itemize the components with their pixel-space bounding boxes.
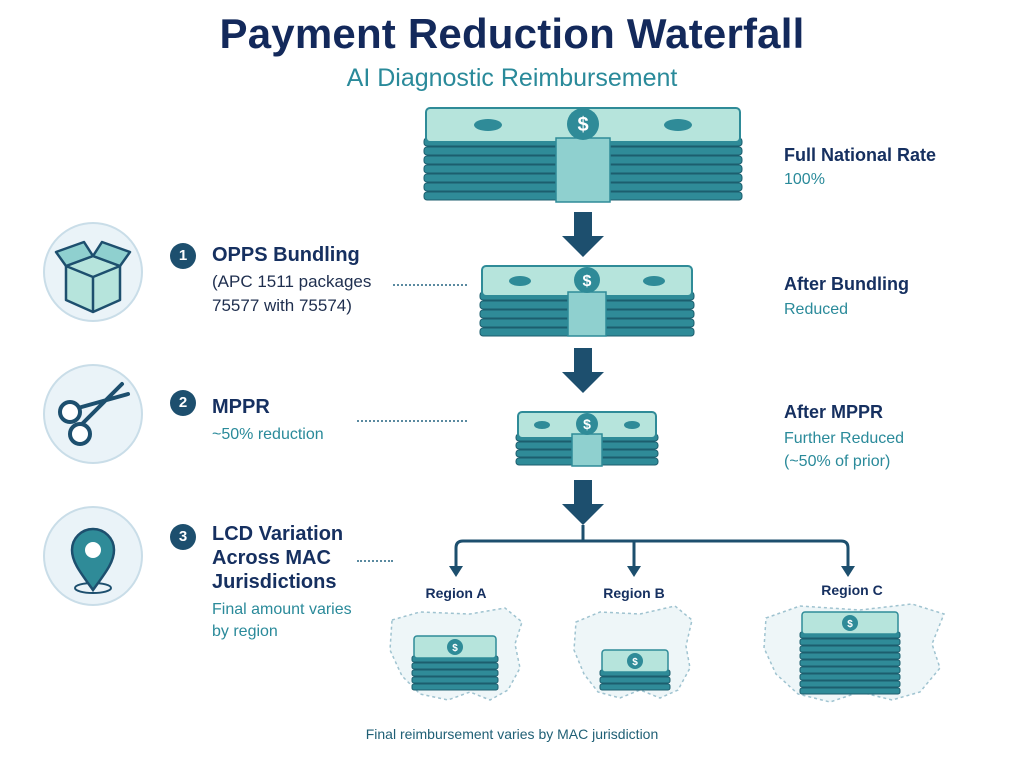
down-arrow-3 [562,480,604,525]
step-desc-1a: (APC 1511 packages [212,272,372,291]
footer-note: Final reimbursement varies by MAC jurisd… [365,726,659,742]
money-stack-region-b: $ [599,649,671,691]
money-stack-full: $ [423,107,743,203]
region-label-b: Region B [603,585,665,601]
svg-text:$: $ [847,619,853,630]
level-label-full: Full National Rate [784,145,937,165]
region-label-a: Region A [425,585,487,601]
money-stack-region-c: $ [799,611,901,695]
page-subtitle: AI Diagnostic Reimbursement [346,64,678,92]
level-sub-bundling: Reduced [784,301,849,318]
svg-text:$: $ [632,657,638,668]
box-icon [43,222,143,322]
level-sub-full: 100% [784,171,825,188]
level-sub-mppr-1: Further Reduced [784,430,905,447]
step-title-3c: Jurisdictions [212,571,337,593]
step-title-3b: Across MAC [212,547,331,569]
money-stack-region-a: $ [411,635,499,691]
level-label-bundling: After Bundling [784,274,909,294]
money-stack-after-mppr: $ [515,411,659,467]
svg-text:$: $ [583,416,591,432]
region-branch [454,525,850,568]
step-desc-3a: Final amount varies [212,601,352,618]
svg-text:$: $ [577,114,588,136]
step-number-2: 2 [170,390,196,416]
step-title-3a: LCD Variation [212,523,344,545]
scissors-icon [43,364,143,464]
step-title-1: OPPS Bundling [212,244,360,266]
connector-step-1 [393,284,467,286]
step-number-3: 3 [170,524,196,550]
step-title-2: MPPR [212,396,270,418]
svg-text:$: $ [452,643,458,654]
step-desc-1b: 75577 with 75574) [212,296,352,315]
location-pin-icon [43,506,143,606]
step-desc-3b: by region [212,623,278,640]
level-sub-mppr-2: (~50% of prior) [784,453,891,470]
down-arrow-1 [562,212,604,257]
down-arrow-2 [562,348,604,393]
page-title: Payment Reduction Waterfall [219,10,805,57]
step-number-1: 1 [170,243,196,269]
connector-step-3 [357,560,393,562]
level-label-mppr: After MPPR [784,402,884,422]
money-stack-after-bundling: $ [479,265,695,337]
svg-text:$: $ [583,273,592,290]
step-desc-2: ~50% reduction [212,426,324,443]
connector-step-2 [357,420,467,422]
region-label-c: Region C [821,582,883,598]
